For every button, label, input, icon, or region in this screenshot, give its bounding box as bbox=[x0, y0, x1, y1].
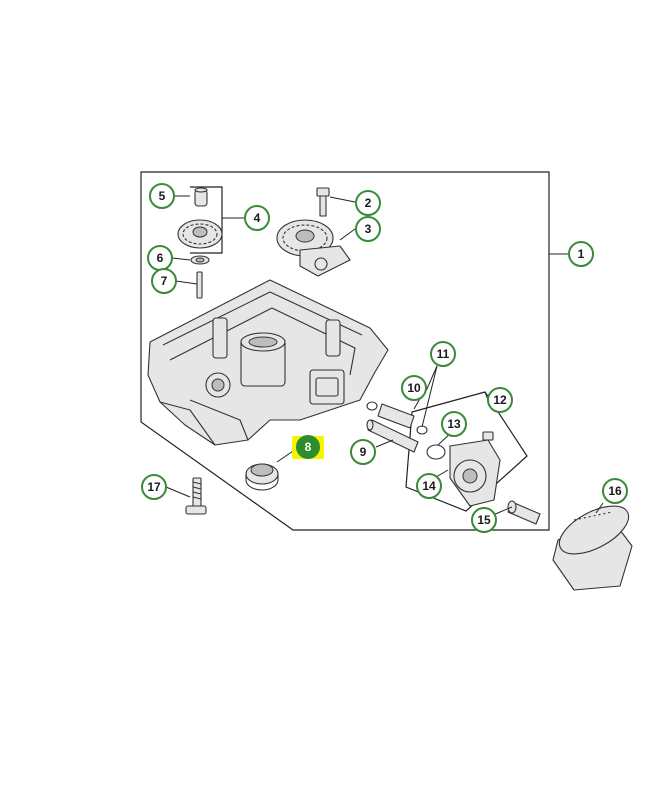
svg-text:9: 9 bbox=[360, 445, 367, 459]
callout-11[interactable]: 11 bbox=[430, 341, 456, 367]
oil-pan-part bbox=[147, 279, 389, 446]
svg-text:3: 3 bbox=[365, 222, 372, 236]
assembly-frame bbox=[140, 171, 550, 531]
svg-text:7: 7 bbox=[161, 274, 168, 288]
svg-text:1: 1 bbox=[578, 247, 585, 261]
washer-part-6 bbox=[190, 255, 210, 265]
svg-text:10: 10 bbox=[407, 381, 421, 395]
callout-12[interactable]: 12 bbox=[487, 387, 513, 413]
subassembly-bracket-4 bbox=[190, 186, 223, 254]
callout-1[interactable]: 1 bbox=[568, 241, 594, 267]
svg-text:11: 11 bbox=[437, 347, 450, 361]
callout-16[interactable]: 16 bbox=[602, 478, 628, 504]
governor-gear-part-3 bbox=[276, 219, 351, 277]
bolt-part-2 bbox=[316, 187, 330, 217]
callout-15[interactable]: 15 bbox=[471, 507, 497, 533]
svg-text:13: 13 bbox=[447, 417, 461, 431]
svg-text:5: 5 bbox=[159, 189, 166, 203]
tube-part-9 bbox=[366, 419, 419, 453]
svg-text:15: 15 bbox=[477, 513, 491, 527]
callout-7[interactable]: 7 bbox=[151, 268, 177, 294]
svg-text:8: 8 bbox=[305, 440, 312, 454]
svg-text:6: 6 bbox=[157, 251, 164, 265]
callout-17[interactable]: 17 bbox=[141, 474, 167, 500]
callout-3[interactable]: 3 bbox=[355, 216, 381, 242]
pin-part-7 bbox=[196, 271, 203, 299]
svg-text:17: 17 bbox=[147, 480, 161, 494]
callout-13[interactable]: 13 bbox=[441, 411, 467, 437]
callout-2[interactable]: 2 bbox=[355, 190, 381, 216]
filter-adapter-part-14 bbox=[426, 431, 501, 507]
callout-4[interactable]: 4 bbox=[244, 205, 270, 231]
svg-text:2: 2 bbox=[365, 196, 372, 210]
callout-6[interactable]: 6 bbox=[147, 245, 173, 271]
callout-8[interactable]: 8 bbox=[296, 435, 320, 459]
gear-part-4 bbox=[177, 219, 223, 249]
callout-5[interactable]: 5 bbox=[149, 183, 175, 209]
oil-filter-part-16 bbox=[552, 505, 633, 591]
svg-text:12: 12 bbox=[493, 393, 507, 407]
callout-14[interactable]: 14 bbox=[416, 473, 442, 499]
svg-text:16: 16 bbox=[608, 484, 622, 498]
nipple-part-15 bbox=[507, 500, 541, 525]
fitting-part-10 bbox=[366, 401, 428, 435]
governor-cap-part-5 bbox=[194, 187, 208, 207]
seal-part-8 bbox=[245, 463, 279, 491]
svg-text:4: 4 bbox=[254, 211, 261, 225]
bolt-part-17 bbox=[185, 477, 207, 515]
svg-text:14: 14 bbox=[422, 479, 436, 493]
callout-10[interactable]: 10 bbox=[401, 375, 427, 401]
callout-9[interactable]: 9 bbox=[350, 439, 376, 465]
